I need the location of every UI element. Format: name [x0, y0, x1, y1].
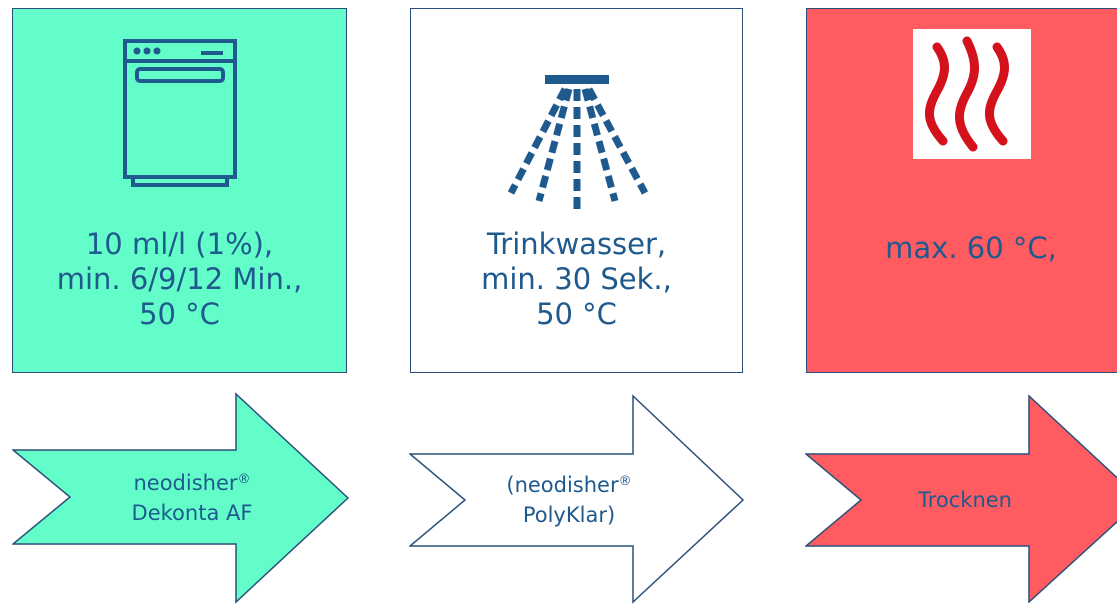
registered-mark: ® — [237, 472, 251, 487]
shower-spray-icon — [507, 75, 649, 209]
step-text-line: max. 60 °C, — [885, 231, 1057, 265]
arrow-label-polyklar: (neodisher® PolyKlar) — [449, 470, 689, 530]
step-text-dry: max. 60 °C, — [807, 231, 1117, 266]
step-text-line: min. 6/9/12 Min., — [56, 262, 303, 296]
arrow-label-trocknen: Trocknen — [865, 485, 1065, 515]
process-arrow-polyklar: (neodisher® PolyKlar) — [409, 394, 749, 604]
step-text-line: 50 °C — [536, 297, 617, 331]
arrow-label-line: PolyKlar) — [522, 503, 616, 527]
arrow-label-line: (neodisher® — [506, 473, 632, 497]
process-arrow-dekonta: neodisher® Dekonta AF — [12, 392, 352, 604]
step-box-wash: 10 ml/l (1%), min. 6/9/12 Min., 50 °C — [12, 8, 347, 373]
step-text-rinse: Trinkwasser, min. 30 Sek., 50 °C — [411, 227, 742, 332]
step-box-dry: max. 60 °C, — [806, 8, 1117, 373]
step-text-line: min. 30 Sek., — [481, 262, 672, 296]
arrow-label-line: Trocknen — [917, 488, 1012, 512]
arrow-label-dekonta: neodisher® Dekonta AF — [72, 468, 312, 528]
step-text-line: 50 °C — [139, 297, 220, 331]
arrow-label-line: Dekonta AF — [131, 501, 253, 525]
dishwasher-icon — [123, 39, 237, 187]
arrow-label-line: neodisher® — [133, 471, 251, 495]
process-arrow-trocknen: Trocknen — [805, 394, 1117, 603]
step-text-line: Trinkwasser, — [486, 227, 667, 261]
step-text-line: 10 ml/l (1%), — [85, 227, 274, 261]
step-box-rinse: Trinkwasser, min. 30 Sek., 50 °C — [410, 8, 743, 373]
step-text-wash: 10 ml/l (1%), min. 6/9/12 Min., 50 °C — [13, 227, 346, 332]
heat-waves-icon — [913, 29, 1031, 159]
registered-mark: ® — [618, 474, 632, 489]
